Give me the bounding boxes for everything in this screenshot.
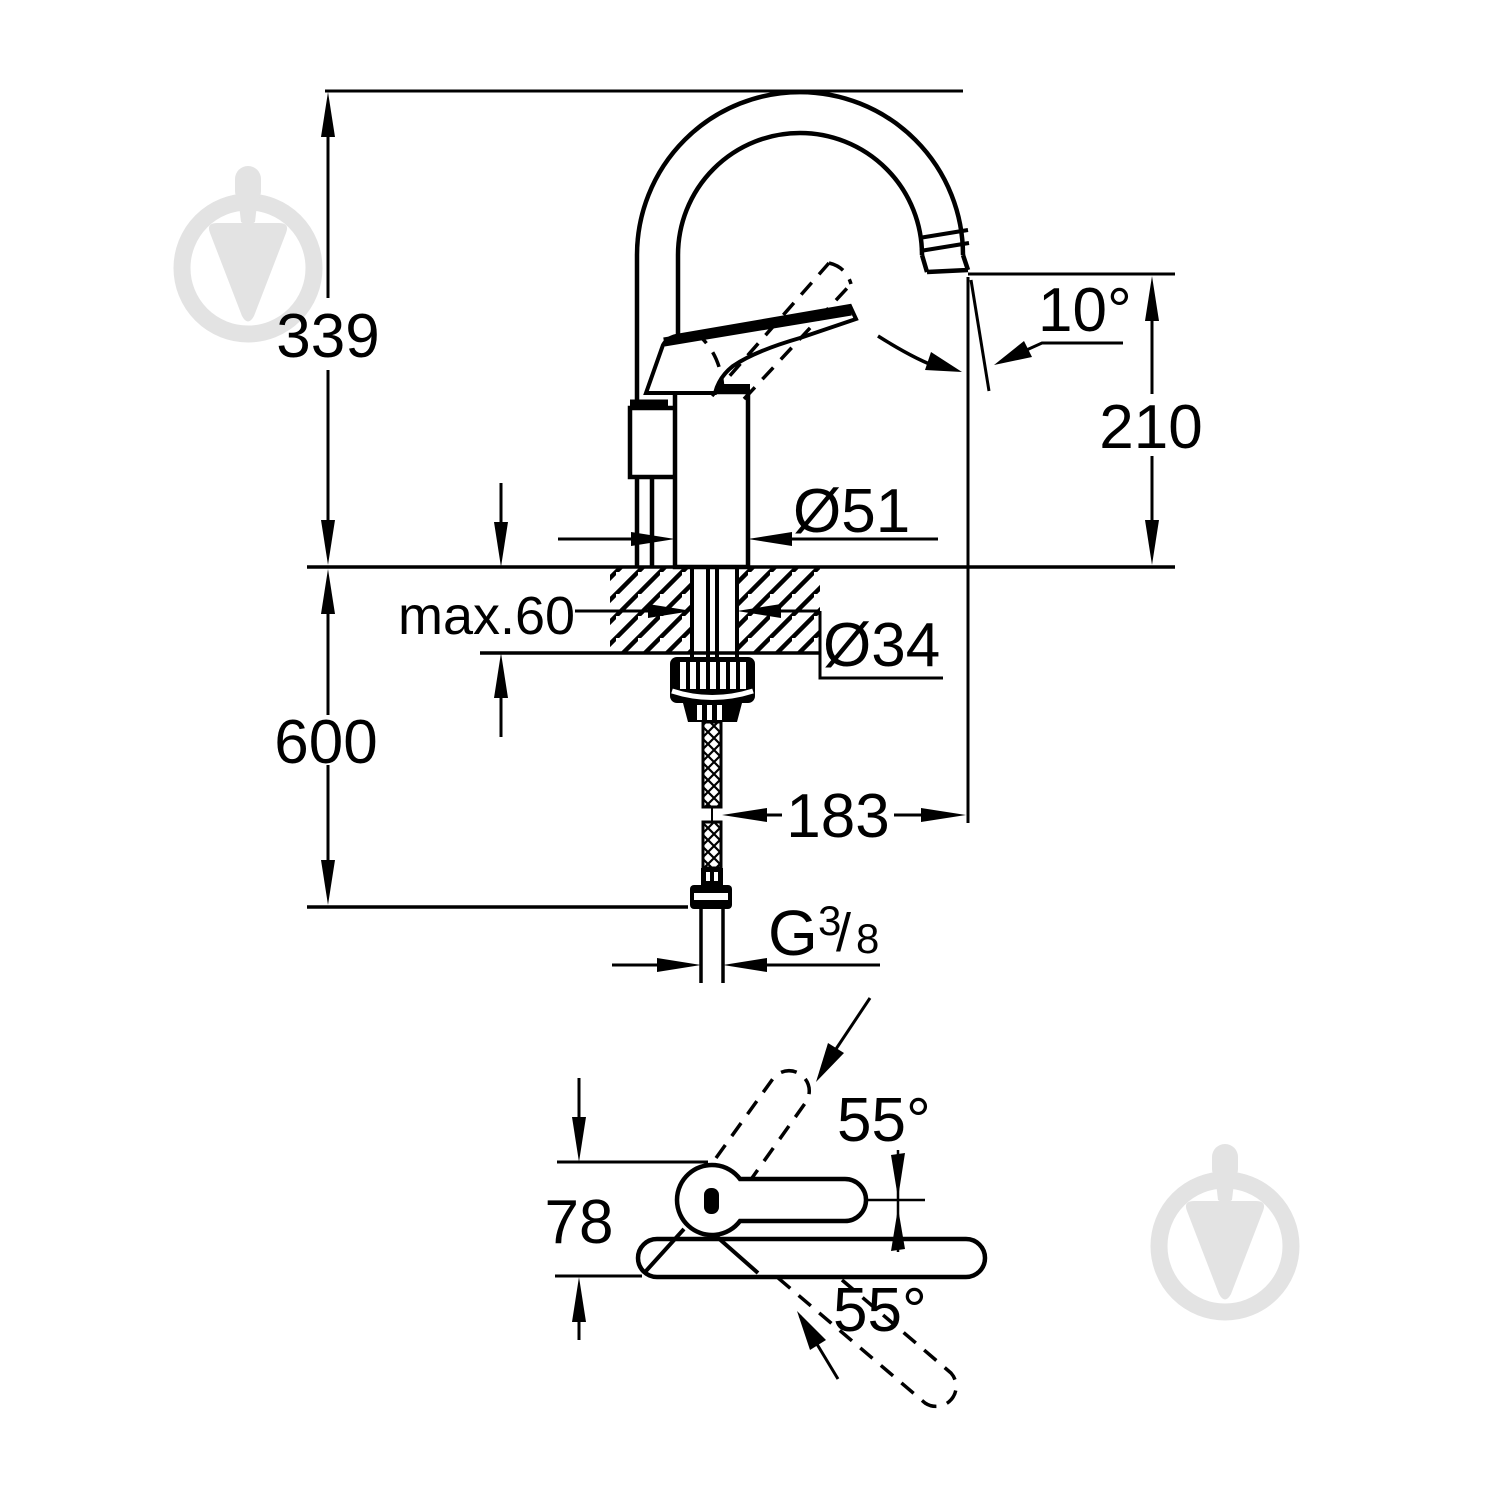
dim-base-diameter: Ø51 xyxy=(558,477,938,546)
handle-keyhole-mark xyxy=(704,1188,719,1214)
angle-up-arrowhead-icon xyxy=(816,1043,844,1082)
top-view-drawing: 78 55° 55° xyxy=(545,997,988,1409)
swivel-tilt-label: 10° xyxy=(1038,276,1132,345)
hole-diameter-label: Ø34 xyxy=(823,611,940,680)
deck-thickness-label: max.60 xyxy=(398,586,575,646)
front-view-drawing: 339 600 max.60 Ø34 Ø51 xyxy=(274,89,1203,983)
handle-cone-lines xyxy=(644,1227,760,1275)
hose-length-label: 600 xyxy=(274,708,377,777)
swivel-arrowhead-icon xyxy=(925,352,962,372)
watermark-bottom-right-trowel-icon xyxy=(1150,1144,1300,1321)
dim-handle-width: 78 xyxy=(545,1078,614,1340)
spout-reach-label: 183 xyxy=(786,782,889,851)
lever-up-position-dashed xyxy=(714,1069,811,1180)
base-diameter-label: Ø51 xyxy=(793,477,910,546)
angle-arrow-down xyxy=(891,1153,905,1198)
watermark-top-left-trowel-icon xyxy=(173,166,323,343)
dim-thread-size: G 3 / 8 xyxy=(612,897,880,972)
handle-width-label: 78 xyxy=(545,1188,614,1257)
angle-arrow-up xyxy=(891,1208,905,1251)
handle-swing-up-label: 55° xyxy=(837,1086,931,1155)
tilt-10deg-line xyxy=(969,279,991,392)
dim-deck-thickness: max.60 xyxy=(398,483,575,737)
spout-height-label: 210 xyxy=(1099,393,1202,462)
dim-total-height: 339 xyxy=(276,92,380,565)
total-height-label: 339 xyxy=(276,302,379,371)
faucet-body xyxy=(672,389,751,570)
dim-hole-diameter: Ø34 xyxy=(575,604,943,680)
dim-swivel-tilt: 10° xyxy=(994,276,1132,365)
lever-down-position-dashed xyxy=(775,1275,958,1409)
mounting-nut xyxy=(670,657,755,722)
mounting-shank xyxy=(690,567,739,657)
angle-down-arrowhead-icon xyxy=(797,1311,826,1350)
supply-hose xyxy=(690,720,732,983)
thread-slash-label: / xyxy=(836,903,851,963)
handle-top-view xyxy=(674,1162,869,1238)
dim-spout-height: 210 xyxy=(1099,276,1203,565)
dim-spout-reach: 183 xyxy=(722,782,966,851)
dim-hose-length: 600 xyxy=(274,569,378,905)
lever-raised-dashed xyxy=(693,261,853,401)
handle-swing-down-label: 55° xyxy=(833,1276,927,1345)
thread-denominator-label: 8 xyxy=(856,915,879,962)
base-plate-top-view xyxy=(635,1236,988,1280)
thread-letter-label: G xyxy=(768,897,818,969)
thread-numerator-label: 3 xyxy=(818,897,841,944)
